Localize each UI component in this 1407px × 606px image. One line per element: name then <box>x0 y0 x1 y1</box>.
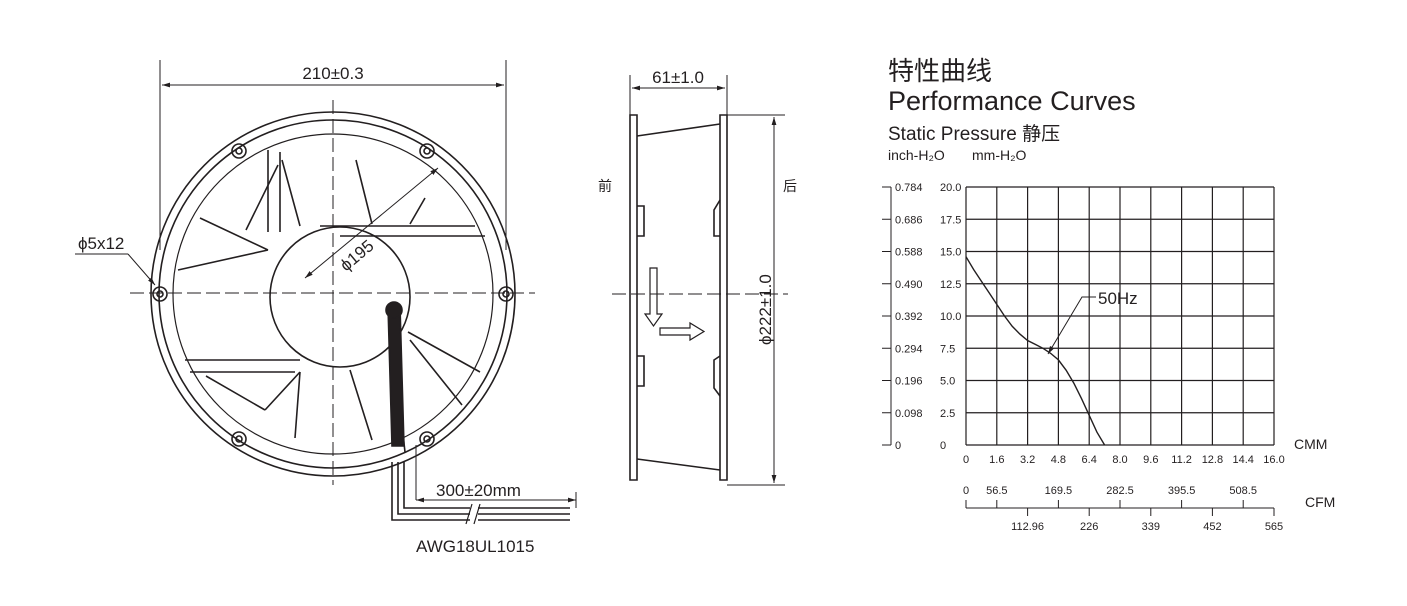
venturi-ring <box>172 133 494 455</box>
cfm-tick-label: 112.96 <box>1011 521 1044 533</box>
cable-break-mark <box>465 503 481 525</box>
fan-side-view <box>612 114 788 481</box>
blade-1 <box>245 159 301 231</box>
y-tick-label-inch: 0.784 <box>895 182 923 194</box>
cfm-tick-label: 226 <box>1080 521 1098 533</box>
y-tick-label-mm: 10.0 <box>940 311 961 323</box>
cfm-tick-label: 0 <box>963 485 969 497</box>
cfm-tick-label: 395.5 <box>1168 485 1196 497</box>
blade-5 <box>294 369 373 441</box>
lead-wire-1 <box>391 462 470 521</box>
y-tick-label-inch: 0.686 <box>895 214 923 226</box>
lead-wire-ends <box>478 507 570 521</box>
rear-ribs <box>713 199 721 397</box>
cfm-tick-labels: 0 56.5 169.5 282.5 395.5 508.5 112.96 226 339 452… <box>963 485 1283 533</box>
blade-4 <box>205 371 301 411</box>
lead-wire-2 <box>397 462 470 515</box>
front-dimensions <box>75 60 577 508</box>
front-side-label: 前 <box>598 178 612 194</box>
series-curve-50Hz <box>965 256 1106 446</box>
strut-top-left <box>267 150 281 232</box>
y-tick-label-inch: 0.294 <box>895 343 923 355</box>
y-tick-label-mm: 20.0 <box>940 182 961 194</box>
y-tick-label-inch: 0.196 <box>895 376 923 388</box>
front-ribs <box>637 205 645 387</box>
blade-diameter-label: ϕ195 <box>336 236 377 275</box>
blade-6 <box>407 331 481 406</box>
curve-pointer <box>1047 296 1096 355</box>
x-tick-label: 14.4 <box>1232 454 1253 466</box>
x-tick-label: 16.0 <box>1263 454 1284 466</box>
rear-side-label: 后 <box>783 178 797 194</box>
x-tick-label: 12.8 <box>1202 454 1223 466</box>
fan-front-view <box>130 100 570 525</box>
hole-dimension-label: ϕ5x12 <box>78 234 124 253</box>
y-tick-label-inch: 0 <box>895 440 901 452</box>
wire-spec-label: AWG18UL1015 <box>416 537 534 556</box>
cfm-tick-label: 56.5 <box>986 485 1007 497</box>
cfm-tick-label: 339 <box>1142 521 1160 533</box>
x-tick-label: 1.6 <box>989 454 1004 466</box>
y-tick-label-inch: 0.588 <box>895 247 923 259</box>
cable-grommet <box>385 301 403 319</box>
cable-length-label: 300±20mm <box>436 481 521 500</box>
outer-frame-ring <box>150 111 516 477</box>
cfm-tick-label: 452 <box>1203 521 1221 533</box>
cable-strip <box>387 305 405 447</box>
flow-arrow-right <box>659 321 706 342</box>
x-tick-label: 3.2 <box>1020 454 1035 466</box>
curve-label-50hz: 50Hz <box>1098 289 1138 308</box>
front-flange <box>629 114 638 481</box>
units-inch-label: inch-H₂O <box>888 147 945 163</box>
y-tick-label-mm: 12.5 <box>940 279 961 291</box>
x-tick-label: 8.0 <box>1112 454 1127 466</box>
cfm-tick-label: 508.5 <box>1229 485 1257 497</box>
y-tick-label-inch: 0.392 <box>895 311 923 323</box>
width-dimension-label: 210±0.3 <box>302 64 363 83</box>
cfm-axis-label: CFM <box>1305 494 1335 510</box>
x-tick-label: 9.6 <box>1143 454 1158 466</box>
y-tick-label-inch: 0.098 <box>895 408 923 420</box>
strut-left <box>185 359 300 373</box>
inner-frame-ring <box>158 119 508 469</box>
x-tick-label: 11.2 <box>1171 454 1192 466</box>
cfm-tick-label: 169.5 <box>1045 485 1073 497</box>
y-tick-label-mm: 2.5 <box>940 408 955 420</box>
housing-body <box>636 123 721 471</box>
blade-3 <box>177 217 269 271</box>
y-tick-label-mm: 17.5 <box>940 214 961 226</box>
rear-flange <box>719 114 728 481</box>
frame-diameter-label: ϕ222±1.0 <box>756 274 775 345</box>
x-tick-label: 4.8 <box>1051 454 1066 466</box>
mounting-holes <box>152 143 514 447</box>
perf-title-en: Performance Curves <box>888 86 1136 116</box>
cfm-tick-label: 282.5 <box>1106 485 1134 497</box>
y-tick-label-inch: 0.490 <box>895 279 923 291</box>
perf-title-cn: 特性曲线 <box>888 56 992 86</box>
flow-arrow-down <box>643 267 664 328</box>
static-pressure-label: Static Pressure 静压 <box>888 123 1060 145</box>
y-tick-label-mm: 0 <box>940 440 946 452</box>
units-mm-label: mm-H₂O <box>972 147 1027 163</box>
y-tick-label-mm: 5.0 <box>940 376 955 388</box>
depth-dimension-label: 61±1.0 <box>652 68 704 87</box>
side-dimensions <box>629 75 785 486</box>
y-tick-label-mm: 15.0 <box>940 247 961 259</box>
cfm-tick-label: 565 <box>1265 521 1283 533</box>
x-tick-label: 0 <box>963 454 969 466</box>
performance-chart: 0 1.6 3.2 4.8 6.4 8.0 9.6 11.2 12.8 14.4 16.0 0 0 2.5… <box>882 182 1285 466</box>
x-tick-label: 6.4 <box>1082 454 1097 466</box>
lead-wire-3 <box>403 462 470 509</box>
cmm-axis-label: CMM <box>1294 436 1327 452</box>
y-tick-label-mm: 7.5 <box>940 343 955 355</box>
blade-2 <box>355 159 426 225</box>
